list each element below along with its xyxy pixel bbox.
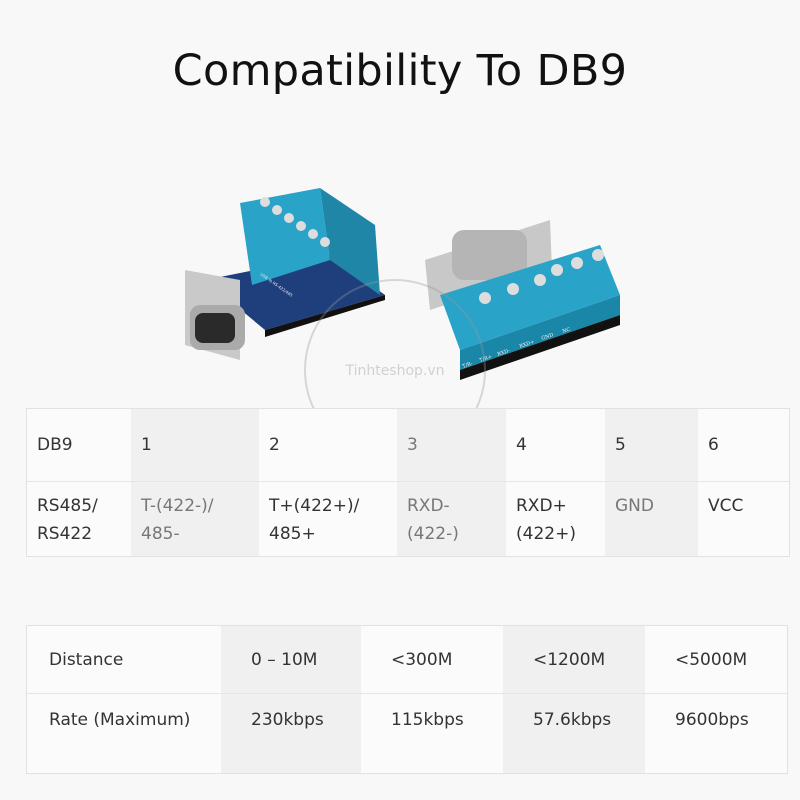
table-cell: RXD- (422-) [397,481,506,556]
header-cell: 6 [708,435,719,455]
header-cell: 5 [605,409,698,481]
table-cell: <5000M [675,649,748,670]
table-cell: 115kbps [361,693,503,773]
terminal-label: T/R+ [479,354,493,364]
row-label-rate: Rate (Maximum) [27,693,221,773]
table-cell: 230kbps [221,693,361,773]
connector-right: T/R- T/R+ RXD- RXD+ GND NC [425,220,620,380]
table-cell: T+(422+)/ 485+ [259,481,397,556]
pin-mapping-table: DB9 1 2 3 4 5 6 RS485/ RS422 T-(422-)/ 4… [26,408,790,557]
header-cell: 2 [269,435,280,455]
header-cell: 3 [397,409,506,481]
table-cell: <300M [391,649,453,670]
svg-text:Tinhteshop.vn: Tinhteshop.vn [344,363,444,379]
header-cell: 1 [131,409,259,481]
table-cell: RXD+ (422+) [506,481,605,556]
distance-rate-table: Distance 0 – 10M <300M <1200M <5000M Rat… [26,625,788,774]
header-cell: 4 [516,435,527,455]
table-cell: VCC [698,481,789,556]
connector-left: USB To RS-422/485 [185,188,385,360]
terminal-labels: T/R- T/R+ RXD- RXD+ GND NC [462,326,572,369]
terminal-label: NC [562,326,572,334]
page-title: Compatibility To DB9 [172,46,628,96]
table-cell: 9600bps [645,693,787,773]
table-cell: T-(422-)/ 485- [131,481,259,556]
table-cell: RS485/ RS422 [27,481,131,556]
table-cell: <1200M [503,626,645,693]
row-label-distance: Distance [49,649,124,670]
table-cell: GND [605,481,698,556]
watermark: Tinhteshop.vn [304,279,486,410]
table-cell: 0 – 10M [221,626,361,693]
terminal-label: T/R- [462,361,474,370]
header-cell: DB9 [37,435,73,455]
table-cell: 57.6kbps [503,693,645,773]
terminal-label: RXD+ [519,339,536,350]
product-photo: USB To RS-422/485 T/R- T/R+ RXD- RXD+ GN… [185,188,620,410]
terminal-label: GND [541,332,555,342]
terminal-label: RXD- [497,348,512,358]
